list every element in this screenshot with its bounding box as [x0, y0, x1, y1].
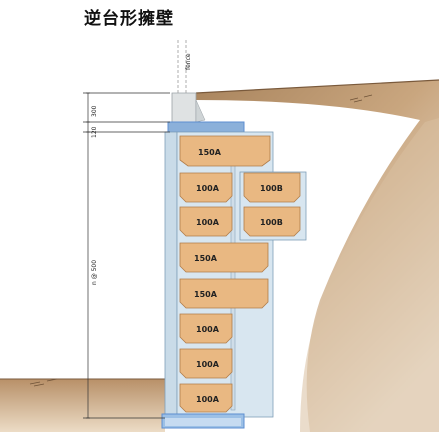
cap-slope — [195, 99, 206, 123]
block-3: 100A — [179, 206, 233, 237]
block-label: 100B — [260, 218, 283, 227]
block-label: 100B — [260, 184, 283, 193]
earth-hatch-lower — [29, 378, 58, 387]
concrete-cap — [171, 92, 197, 123]
block-4: 150A — [179, 242, 269, 273]
block-label: 100A — [196, 360, 220, 369]
dimension-top: 300 — [91, 105, 98, 117]
cap-base-plate — [167, 121, 245, 133]
slope-shading — [300, 118, 439, 432]
block-8: 100A — [179, 383, 233, 413]
block-5: 150A — [179, 278, 269, 309]
block-label: 150A — [194, 290, 218, 299]
dimension-pitch: n @ 500 — [91, 260, 98, 285]
block-3-right: 100B — [243, 206, 301, 237]
block-label: 100A — [196, 325, 220, 334]
earth-hatch-upper — [349, 94, 373, 103]
fence-note: fence — [185, 53, 192, 70]
block-2: 100A — [179, 172, 233, 203]
diagram-title: 逆台形擁壁 — [84, 9, 174, 29]
block-label: 100A — [196, 395, 220, 404]
dimension-line — [83, 92, 170, 419]
block-2-right: 100B — [243, 172, 301, 203]
wall-face — [164, 131, 178, 418]
upper-ground-line — [195, 79, 439, 94]
block-label: 150A — [198, 148, 222, 157]
block-1: 150A — [179, 135, 271, 167]
block-7: 100A — [179, 348, 233, 379]
block-label: 100A — [196, 218, 220, 227]
footing-gravel — [165, 418, 241, 426]
block-label: 150A — [194, 254, 218, 263]
block-6: 100A — [179, 313, 233, 344]
front-ground — [0, 379, 165, 432]
fence-post — [177, 40, 187, 93]
block-label: 100A — [196, 184, 220, 193]
dimension-cap: 120 — [91, 126, 98, 138]
